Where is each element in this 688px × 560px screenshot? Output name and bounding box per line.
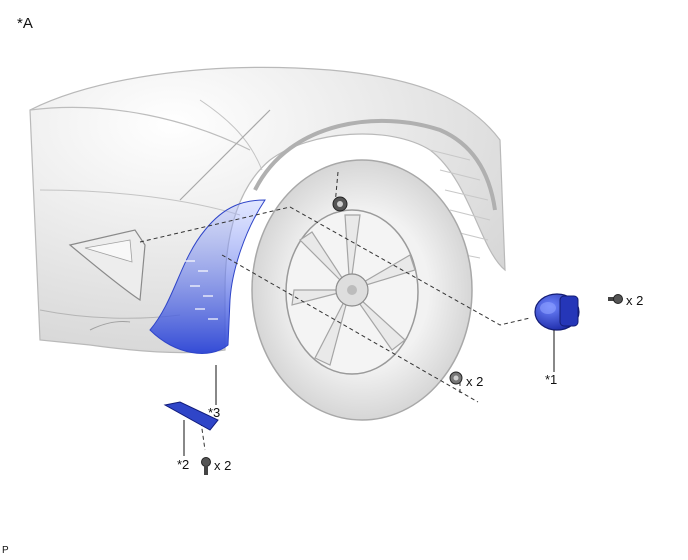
callout-part3: *3 xyxy=(208,405,221,420)
part2-bracket xyxy=(163,401,219,431)
callout-part2: *2 xyxy=(177,457,190,472)
car-body xyxy=(29,66,506,354)
callout-lines xyxy=(183,330,555,456)
callout-part1: *1 xyxy=(545,372,558,387)
fender-liner-highlight xyxy=(149,199,266,354)
part2-bolt-icon xyxy=(201,457,211,475)
part1-quantity: x 2 xyxy=(626,293,644,308)
wheel-spokes xyxy=(291,214,416,366)
wheel-clip-icon xyxy=(449,371,463,385)
fastener-clip-icon xyxy=(332,196,348,212)
corner-code: P xyxy=(2,545,9,556)
part2-quantity: x 2 xyxy=(214,458,232,473)
wheel-clip-quantity: x 2 xyxy=(466,374,484,389)
part1-screw-icon xyxy=(608,294,623,304)
part1-component xyxy=(534,293,580,331)
front-wheel xyxy=(251,159,473,421)
view-label: *A xyxy=(17,15,33,32)
